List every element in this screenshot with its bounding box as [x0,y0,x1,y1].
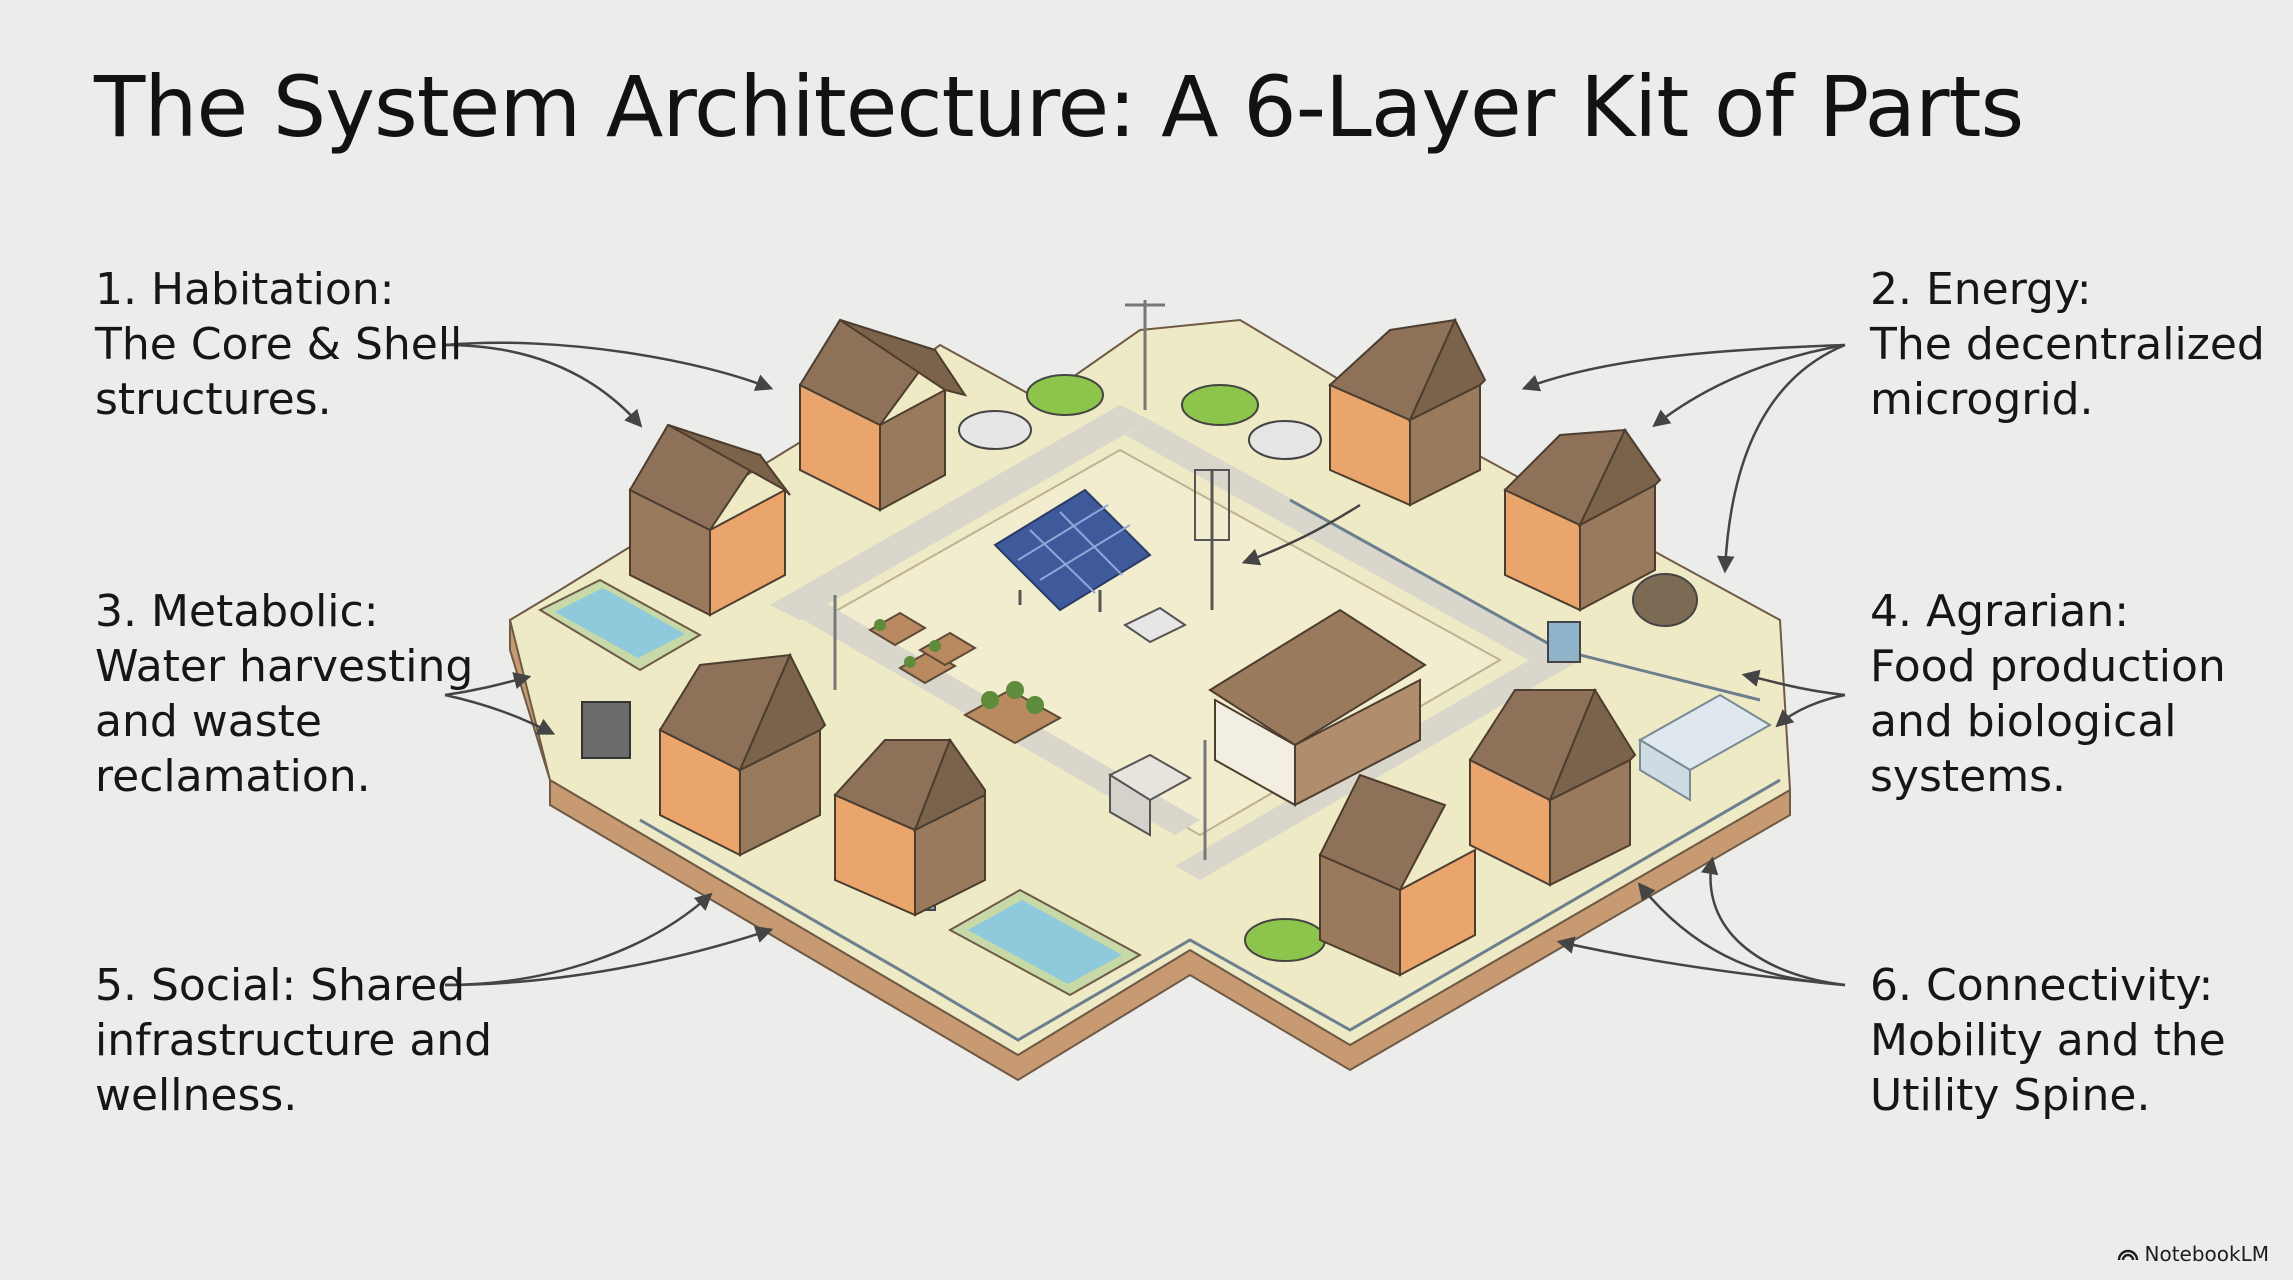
label-metabolic-line: 3. Metabolic: [95,586,379,637]
house-se-1 [1468,687,1637,887]
label-metabolic-line: and waste [95,696,322,747]
label-metabolic-line: reclamation. [95,751,371,802]
label-agrarian-line: systems. [1870,751,2066,802]
greenhouse [1638,693,1772,802]
label-connectivity: 6. Connectivity: Mobility and the Utilit… [1870,958,2226,1123]
street-lamp [833,300,1207,860]
connector-arrows [444,341,1846,987]
label-habitation-line: structures. [95,374,332,425]
label-agrarian-line: 4. Agrarian: [1870,586,2130,637]
notebooklm-label: NotebookLM [2144,1242,2270,1266]
label-social: 5. Social: Shared infrastructure and wel… [95,958,492,1123]
label-social-line: 5. Social: Shared [95,960,466,1011]
trailer [1107,753,1193,837]
pond-west [537,578,703,672]
community-pavilion [1208,608,1427,807]
house-nw-2 [628,423,791,617]
label-habitation-line: 1. Habitation: [95,264,395,315]
label-connectivity-line: Utility Spine. [1870,1070,2151,1121]
label-agrarian: 4. Agrarian: Food production and biologi… [1870,584,2226,804]
house-ne-2 [1503,428,1662,612]
house-sw-2 [833,737,986,917]
label-agrarian-line: and biological [1870,696,2177,747]
garden-beds [868,611,1063,745]
label-energy-line: The decentralized [1870,319,2265,370]
label-habitation: 1. Habitation: The Core & Shell structur… [95,262,462,427]
wind-mast [1194,469,1230,610]
label-connectivity-line: 6. Connectivity: [1870,960,2214,1011]
label-energy: 2. Energy: The decentralized microgrid. [1870,262,2265,427]
label-metabolic-line: Water harvesting [95,641,474,692]
car-group [958,374,1326,962]
label-energy-line: microgrid. [1870,374,2094,425]
house-se-2 [1318,773,1476,977]
label-social-line: infrastructure and [95,1015,493,1066]
house-ne-1 [1328,317,1487,507]
solar-array [993,488,1187,644]
label-metabolic: 3. Metabolic: Water harvesting and waste… [95,584,473,804]
label-energy-line: 2. Energy: [1870,264,2092,315]
label-social-line: wellness. [95,1070,298,1121]
house-sw-1 [658,652,827,857]
notebooklm-logo-icon [2117,1249,2138,1261]
slide-title: The System Architecture: A 6-Layer Kit o… [94,58,2024,156]
notebooklm-brand: NotebookLM [2117,1242,2270,1266]
label-connectivity-line: Mobility and the [1870,1015,2226,1066]
pond-south [947,888,1143,997]
label-habitation-line: The Core & Shell [95,319,463,370]
house-nw-1 [798,318,968,512]
label-agrarian-line: Food production [1870,641,2226,692]
